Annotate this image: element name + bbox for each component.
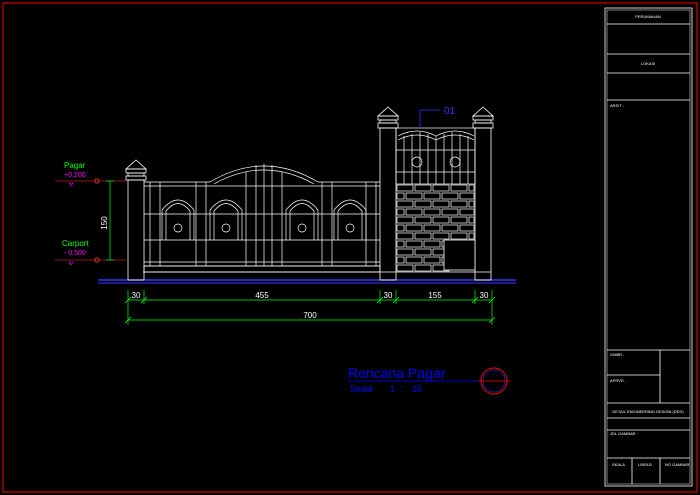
brick bbox=[459, 224, 475, 232]
brick bbox=[468, 232, 475, 240]
brick bbox=[468, 184, 475, 192]
brick bbox=[468, 216, 475, 224]
brick bbox=[405, 240, 423, 248]
brick bbox=[441, 224, 459, 232]
brick bbox=[450, 200, 468, 208]
dim-30-right: 30 bbox=[480, 291, 489, 300]
sheet-title-label: JDL GAMBAR : bbox=[610, 431, 638, 436]
drawing-scale-colon: : bbox=[400, 384, 403, 394]
dim-155: 155 bbox=[428, 291, 442, 300]
brick bbox=[432, 232, 450, 240]
brick bbox=[405, 208, 423, 216]
brick bbox=[468, 200, 475, 208]
brick bbox=[396, 232, 414, 240]
project-label: PERUMAHAN bbox=[635, 14, 661, 19]
vertical-dim: 150 bbox=[100, 216, 109, 230]
brick bbox=[396, 192, 405, 200]
sheet-number-label: NO GAMBAR bbox=[665, 462, 690, 467]
brick bbox=[405, 256, 423, 264]
brick bbox=[405, 192, 423, 200]
sheet-count-label: LBR/LB bbox=[638, 462, 652, 467]
dim-455: 455 bbox=[255, 291, 269, 300]
brick bbox=[396, 240, 405, 248]
ground-line bbox=[98, 279, 516, 284]
wall-opening bbox=[443, 239, 476, 271]
brick bbox=[396, 184, 414, 192]
brick bbox=[396, 224, 405, 232]
location-label: LOKASI bbox=[641, 61, 655, 66]
dim-700: 700 bbox=[303, 311, 317, 320]
brick bbox=[405, 224, 423, 232]
brick bbox=[396, 248, 414, 256]
brick bbox=[396, 216, 414, 224]
fence-panel bbox=[143, 164, 381, 273]
title-block-text: PERUMAHAN LOKASI ARSIT : GMBR : APRVD : … bbox=[610, 14, 690, 467]
brick bbox=[423, 224, 441, 232]
brick bbox=[423, 240, 441, 248]
detail-callout-label: 01 bbox=[444, 106, 456, 117]
brick bbox=[414, 184, 432, 192]
brick bbox=[459, 208, 475, 216]
brick bbox=[459, 192, 475, 200]
brick bbox=[396, 200, 414, 208]
owner-label: ARSIT : bbox=[610, 103, 624, 108]
drawing-scale-one: 1 bbox=[390, 384, 395, 394]
side-gate-grille bbox=[395, 127, 476, 185]
detail-callout: 01 bbox=[419, 106, 456, 128]
brick-wall bbox=[396, 184, 475, 272]
brick bbox=[450, 184, 468, 192]
level-pagar-value: +0.200 bbox=[64, 172, 86, 179]
drawing-title: Rencana Pagar Skala 1 : 35 bbox=[348, 365, 510, 395]
dimension-text: 30 455 30 155 30 700 bbox=[132, 291, 489, 320]
brick bbox=[396, 256, 405, 264]
level-carport-label: Carport bbox=[62, 239, 89, 248]
brick bbox=[414, 200, 432, 208]
title-block bbox=[604, 7, 693, 487]
drawing-scale-label: Skala bbox=[350, 384, 373, 394]
brick bbox=[432, 200, 450, 208]
level-carport-value: - 0.500 bbox=[64, 250, 86, 257]
checked-label: APRVD : bbox=[610, 378, 626, 383]
brick bbox=[450, 232, 468, 240]
sheet-scale-label: SKALA bbox=[612, 462, 625, 467]
brick bbox=[414, 264, 432, 272]
brick bbox=[414, 248, 432, 256]
level-markers: Pagar +0.200 Carport - 0.500 150 bbox=[55, 161, 126, 266]
brick bbox=[432, 184, 450, 192]
dim-30-mid: 30 bbox=[384, 291, 393, 300]
brick bbox=[396, 208, 405, 216]
brick bbox=[414, 232, 432, 240]
brick bbox=[441, 192, 459, 200]
drawn-label: GMBR : bbox=[610, 352, 624, 357]
left-pillar bbox=[124, 159, 148, 281]
right-pillar bbox=[471, 106, 495, 281]
brick bbox=[423, 208, 441, 216]
brick bbox=[441, 208, 459, 216]
brick bbox=[414, 216, 432, 224]
center-pillar bbox=[376, 106, 400, 281]
drawing-title-text: Rencana Pagar bbox=[348, 365, 446, 381]
brick bbox=[450, 216, 468, 224]
drawing-scale-value: 35 bbox=[412, 384, 422, 394]
brick bbox=[423, 256, 441, 264]
level-pagar-label: Pagar bbox=[64, 161, 86, 170]
dim-30-left: 30 bbox=[132, 291, 141, 300]
brick bbox=[396, 264, 414, 272]
company-label: DETAIL ENGINEERING DESIGN (DED) bbox=[612, 409, 684, 414]
dimension-lines bbox=[124, 290, 496, 325]
brick bbox=[423, 192, 441, 200]
brick bbox=[432, 216, 450, 224]
